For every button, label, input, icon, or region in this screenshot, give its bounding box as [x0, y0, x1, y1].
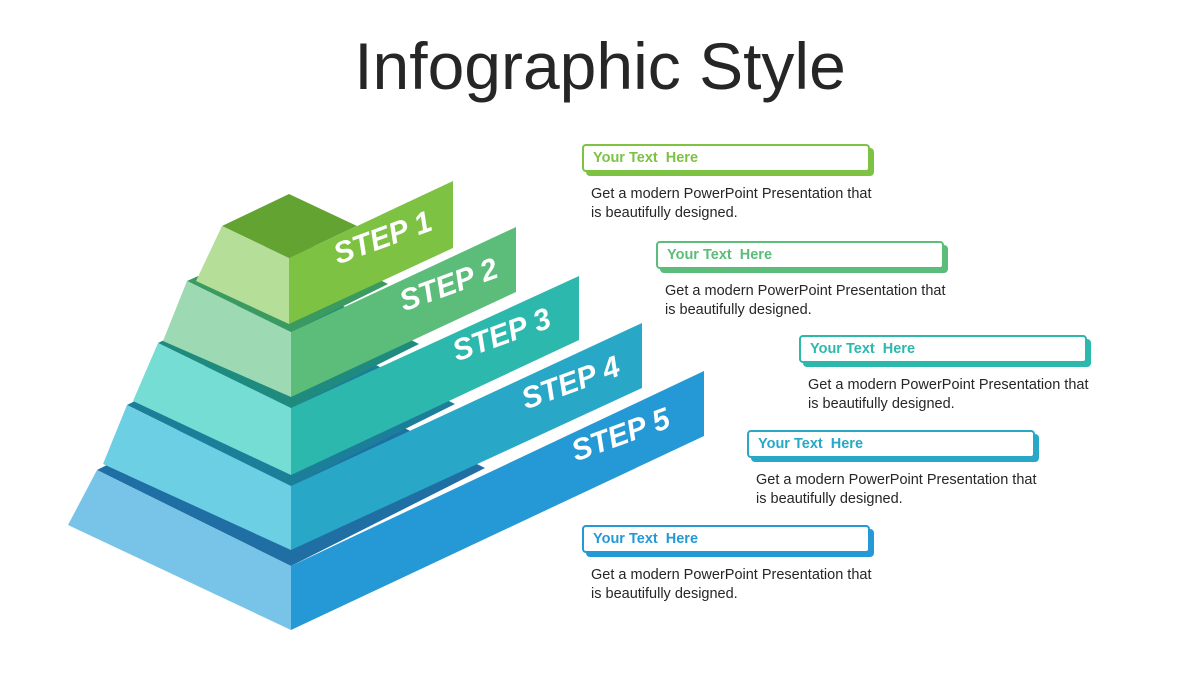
tier-2-front-face [291, 227, 516, 397]
tier-2-left-face [163, 281, 291, 397]
tier-1-top-cap [222, 194, 357, 258]
callout-heading: Your Text Here [758, 436, 864, 452]
callout-step-1: Your Text Here Get a modern PowerPoint P… [582, 144, 902, 222]
tier-3-left-face [133, 343, 291, 475]
tier-4-front-face [291, 323, 642, 550]
callout-step-4: Your Text Here Get a modern PowerPoint P… [747, 430, 1067, 508]
tier-4-left-face [103, 405, 291, 550]
pyramid-tier-1 [196, 181, 453, 324]
callout-description: Get a modern PowerPoint Presentation tha… [591, 186, 872, 221]
callout-heading: Your Text Here [810, 341, 916, 357]
tier-1-left-face [196, 226, 289, 324]
callout-heading-box: Your Text Here [799, 335, 1087, 363]
callout-heading-box: Your Text Here [582, 525, 870, 553]
callout-heading: Your Text Here [593, 150, 699, 166]
callout-description: Get a modern PowerPoint Presentation tha… [756, 472, 1037, 507]
callout-description: Get a modern PowerPoint Presentation tha… [665, 283, 946, 318]
callout-heading-box: Your Text Here [582, 144, 870, 172]
callout-description: Get a modern PowerPoint Presentation tha… [808, 377, 1089, 412]
callout-heading-box: Your Text Here [656, 241, 944, 269]
callout-heading: Your Text Here [593, 531, 699, 547]
callout-heading: Your Text Here [667, 247, 773, 263]
callout-step-3: Your Text Here Get a modern PowerPoint P… [799, 335, 1119, 413]
callout-heading-box: Your Text Here [747, 430, 1035, 458]
tier-5-left-face [68, 470, 291, 630]
tier-1-front-face [289, 181, 453, 324]
callout-step-5: Your Text Here Get a modern PowerPoint P… [582, 525, 902, 603]
slide-title: Infographic Style [354, 29, 846, 103]
tier-5-front-face [291, 371, 704, 630]
callout-description: Get a modern PowerPoint Presentation tha… [591, 567, 872, 602]
tier-3-front-face [291, 276, 579, 475]
callout-step-2: Your Text Here Get a modern PowerPoint P… [656, 241, 976, 319]
